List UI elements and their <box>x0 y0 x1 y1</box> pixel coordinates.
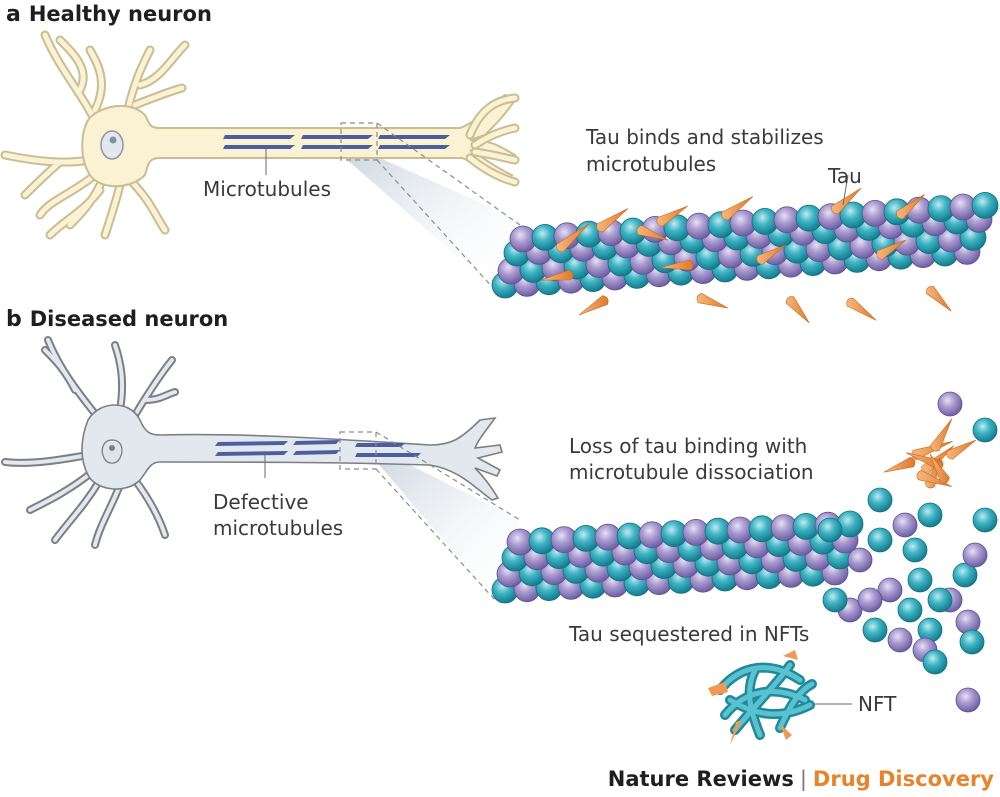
free-tubulin-alpha <box>972 417 998 443</box>
tau-proteins-bound <box>540 187 952 324</box>
label-nft: NFT <box>858 692 897 716</box>
free-tubulin-alpha <box>952 562 978 588</box>
tau-protein <box>883 456 916 473</box>
tau-protein <box>696 292 729 309</box>
tau-protein <box>876 239 907 260</box>
free-tubulin-alpha <box>867 487 893 513</box>
free-tubulin-alpha <box>959 629 985 655</box>
diseased-soma-axon <box>81 404 503 501</box>
free-tubulin-alpha <box>917 502 943 528</box>
free-tubulin-beta <box>955 687 981 713</box>
free-tubulin-alpha <box>817 517 843 543</box>
tau-protein <box>540 269 574 281</box>
tau-protein <box>929 453 950 484</box>
tau-protein <box>756 244 787 265</box>
label-tau-binds-1: Tau binds and stabilizes <box>586 125 824 149</box>
nft-tangle <box>708 650 852 745</box>
tubulin-alpha <box>971 191 999 219</box>
tau-protein <box>926 286 952 312</box>
label-loss-2: microtubule dissociation <box>569 460 814 484</box>
tau-protein <box>721 196 754 221</box>
tau-protein <box>556 223 590 253</box>
zoom-cone-a <box>345 158 520 290</box>
tau-protein <box>578 295 609 316</box>
dissociating-microtubule <box>491 391 998 713</box>
tau-protein <box>596 208 629 233</box>
free-tubulin-beta <box>857 587 883 613</box>
healthy-microtubule <box>491 191 999 299</box>
journal-section: Drug Discovery <box>812 767 994 791</box>
healthy-microtubule-bars <box>223 135 450 149</box>
label-tau: Tau <box>828 164 862 188</box>
tau-protein <box>846 297 877 321</box>
free-tubulin-alpha <box>907 567 933 593</box>
healthy-nucleus <box>100 130 124 160</box>
label-defective-2: microtubules <box>213 516 344 540</box>
free-tubulin-alpha <box>862 617 888 643</box>
journal-separator: | <box>799 767 807 791</box>
aggregated-tau-clump <box>883 418 977 489</box>
free-tubulin-alpha <box>867 527 893 553</box>
free-tubulin-alpha <box>972 507 998 533</box>
panel-a-title: a Healthy neuron <box>6 2 212 27</box>
free-tubulin-beta <box>962 542 988 568</box>
panel-b-heading: Diseased neuron <box>29 307 229 331</box>
diseased-neuron <box>1 336 521 601</box>
tau-protein <box>930 418 953 452</box>
panel-b-title: b Diseased neuron <box>6 307 228 332</box>
journal-name: Nature Reviews <box>607 767 794 791</box>
healthy-neuron <box>0 30 521 291</box>
free-tubulin-beta <box>892 512 918 538</box>
label-sequestered: Tau sequestered in NFTs <box>569 622 810 646</box>
free-tubulin-alpha <box>902 537 928 563</box>
panel-a-heading: Healthy neuron <box>28 2 212 26</box>
journal-credit: Nature Reviews|Drug Discovery <box>608 767 994 791</box>
label-defective-1: Defective <box>213 490 309 514</box>
tau-protein <box>896 194 925 220</box>
tau-protein <box>656 205 688 227</box>
panel-b-letter: b <box>6 307 22 332</box>
healthy-soma-axon <box>81 93 517 188</box>
tau-protein <box>831 187 862 215</box>
free-tubulin-beta <box>887 627 913 653</box>
label-loss-1: Loss of tau binding with <box>569 434 808 458</box>
diseased-microtubule-bars <box>215 440 421 457</box>
panel-a-letter: a <box>6 2 21 27</box>
free-tubulin-beta <box>847 547 873 573</box>
free-tubulin-alpha <box>927 587 953 613</box>
free-tubulin-beta <box>877 577 903 603</box>
free-tubulin-alpha <box>822 587 848 613</box>
label-tau-binds-2: microtubules <box>586 152 717 176</box>
free-tubulin-alpha <box>922 649 948 675</box>
tau-protein <box>785 296 810 324</box>
tau-protein <box>660 259 694 271</box>
free-tubulin-alpha <box>897 597 923 623</box>
free-tubulin-beta <box>937 391 963 417</box>
tau-protein <box>946 439 977 460</box>
zoom-cone-b <box>375 460 520 600</box>
tau-protein <box>636 224 669 241</box>
label-microtubules: Microtubules <box>203 177 331 201</box>
